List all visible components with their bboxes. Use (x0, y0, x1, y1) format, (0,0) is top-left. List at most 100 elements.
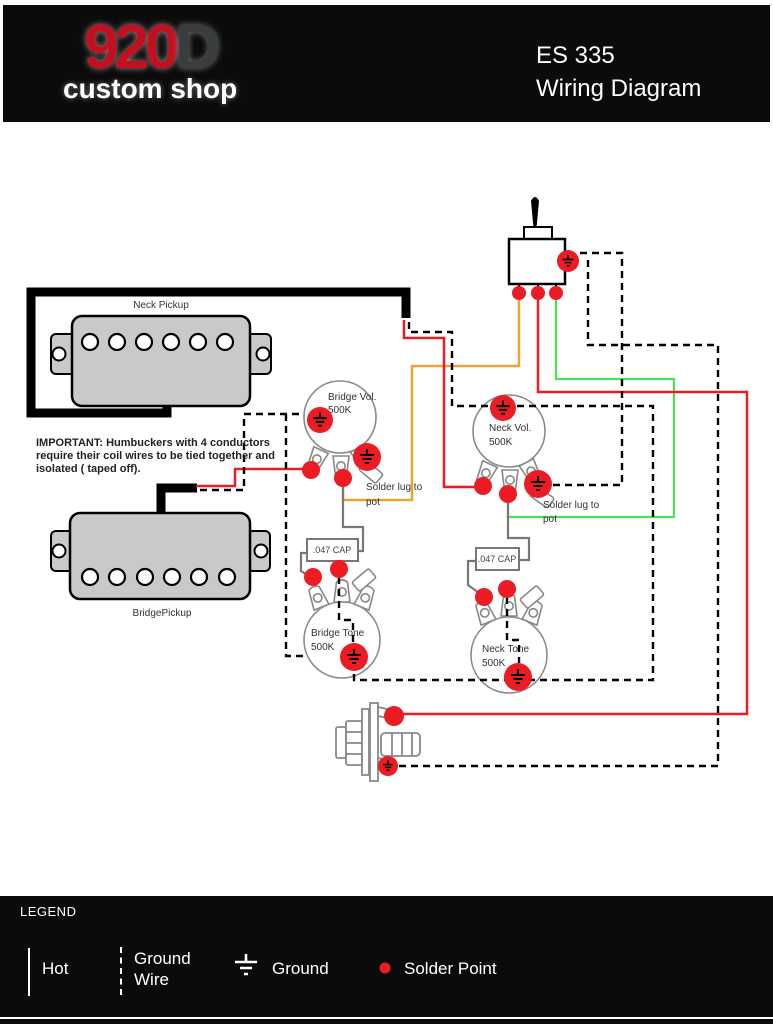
jack-shaft (380, 732, 421, 757)
document-title-line2: Wiring Diagram (536, 75, 702, 102)
neck-tone-value: 500K (482, 658, 506, 669)
logo-d-text: D (175, 13, 220, 82)
solder-point (549, 286, 563, 300)
solder-point (384, 706, 404, 726)
ground-symbol-icon (235, 954, 257, 976)
neck-pickup-poles (80, 332, 235, 352)
jack-plate (369, 702, 379, 782)
jack-shaft-ridges (391, 733, 413, 756)
neck-pickup-body (70, 314, 252, 408)
toggle-body (507, 237, 567, 286)
logo-920-text: 920 (84, 13, 179, 82)
neck-pickup-label: Neck Pickup (133, 300, 189, 311)
ground-solder-point (340, 643, 368, 671)
logo-custom-shop: custom shop (63, 73, 238, 104)
ground-solder-point (504, 663, 532, 691)
annotations: IMPORTANT: Humbuckers with 4 conductors … (36, 437, 600, 525)
bridge-pickup-screw-hole (253, 543, 269, 559)
ground-solder-point (353, 443, 381, 471)
ground-wire-toggle-to-jack (399, 260, 720, 768)
bridge-cap: .047 CAP (306, 538, 359, 562)
red-wire-toggle-to-jack (397, 293, 749, 716)
ground-solder-point (557, 250, 579, 272)
solder-point (330, 560, 348, 578)
legend-hot-label: Hot (42, 959, 69, 978)
ground-wire-sample (120, 947, 122, 995)
bridge-pickup-cable (156, 483, 197, 515)
legend-title: LEGEND (20, 904, 77, 919)
jack-washer (361, 708, 370, 776)
red-wire-bridge-pickup-to-bridge-vol (196, 467, 305, 488)
ground-wire-neck-tone-inner (505, 597, 521, 663)
bridge-cap-label: .047 CAP (313, 545, 352, 555)
ground-wire-neck-pickup-to-tone-pots (352, 322, 655, 682)
neck-cap-label: .047 CAP (478, 554, 517, 564)
legend-solder-point-label: Solder Point (404, 959, 497, 978)
document-title: ES 335 Wiring Diagram (536, 39, 701, 105)
neck-pickup: Neck Pickup (50, 300, 272, 408)
bridge-pickup-poles (80, 567, 237, 587)
neck-cap: .047 CAP (475, 547, 520, 571)
neck-pickup-screw-hole (51, 346, 67, 362)
solder-lug-note-bridge-line1: Solder lug to (366, 482, 423, 493)
logo-920d-top: 920D (63, 17, 237, 79)
solder-lug-note-neck-line2: pot (543, 514, 557, 525)
legend-ground-label: Ground (272, 959, 329, 978)
solder-lug-note-bridge-line2: pot (366, 497, 380, 508)
wire-bridge-vol-to-cap (341, 482, 365, 553)
wire-neck-vol-to-cap (506, 497, 531, 562)
document-title-line1: ES 335 (536, 42, 615, 69)
solder-point (531, 286, 545, 300)
neck-tone-name: Neck Tone (482, 644, 530, 655)
neck-cap-body (475, 547, 520, 571)
bridge-pickup-body (68, 511, 252, 601)
solder-points (302, 250, 579, 776)
neck-pickup-cable (26, 287, 411, 418)
solder-point (475, 588, 493, 606)
solder-point (474, 477, 492, 495)
bridge-pickup: BridgePickup (50, 511, 271, 619)
ground-wire-toggle-to-neck-vol-lug (552, 251, 624, 487)
legend: LEGEND Hot Ground Wire Ground Solder Poi… (0, 896, 773, 1024)
jack-tip (335, 726, 347, 759)
solder-point (498, 580, 516, 598)
solder-lug-note-neck-line1: Solder lug to (543, 500, 600, 511)
jack-thread-lines (346, 731, 362, 755)
logo-920d: 920D custom shop (63, 17, 237, 103)
toggle-lever (531, 197, 539, 228)
neck-vol-value: 500K (489, 437, 513, 448)
bridge-pickup-label: BridgePickup (133, 608, 192, 619)
bridge-tone-lug (305, 582, 330, 611)
bridge-pickup-screw-hole (51, 543, 67, 559)
important-note-line3: isolated ( taped off). (36, 463, 141, 475)
footer-divider (0, 1017, 773, 1019)
ground-solder-point (378, 756, 398, 776)
toggle-switch (507, 197, 567, 289)
solder-point (302, 461, 320, 479)
important-note-line1: IMPORTANT: Humbuckers with 4 conductors (36, 437, 270, 449)
neck-pickup-screw-hole (255, 346, 271, 362)
legend-ground-wire-label: Ground Wire (134, 949, 191, 989)
ground-wire-bridge-tone-inner (337, 577, 355, 644)
bridge-vol-body (303, 380, 377, 454)
bridge-cap-body (306, 538, 359, 562)
bridge-tone-value: 500K (311, 642, 335, 653)
bridge-tone-body (303, 601, 381, 679)
solder-point (304, 568, 322, 586)
solder-point (512, 286, 526, 300)
ground-solder-point (307, 407, 333, 433)
bridge-vol-name: Bridge Vol. (328, 392, 376, 403)
red-wire-neck-pickup-to-neck-vol (402, 320, 478, 489)
bridge-tone-name: Bridge Tone (311, 628, 365, 639)
wire-cap-to-neck-tone (466, 559, 484, 597)
cap-wires (299, 482, 531, 597)
neck-vol-name: Neck Vol. (489, 423, 531, 434)
ground-solder-point (524, 470, 552, 498)
ground-solder-point (490, 395, 516, 421)
solder-point-icon (379, 962, 391, 974)
ground-wire-group-2 (337, 322, 655, 682)
important-note-line2: require their coil wires to be tied toge… (36, 450, 275, 462)
hot-wire-sample (28, 948, 30, 996)
